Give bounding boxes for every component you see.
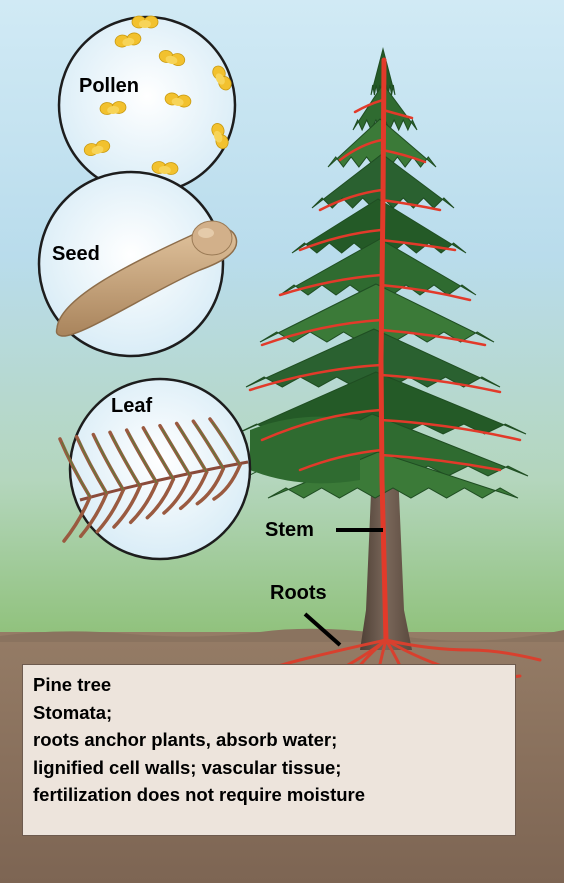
info-line-stomata: Stomata; xyxy=(33,699,505,727)
info-line-roots: roots anchor plants, absorb water; xyxy=(33,726,505,754)
info-box: Pine tree Stomata; roots anchor plants, … xyxy=(22,664,516,836)
stem-label: Stem xyxy=(265,519,314,541)
roots-label: Roots xyxy=(270,582,327,604)
pollen-label: Pollen xyxy=(79,75,139,97)
info-line-title: Pine tree xyxy=(33,671,505,699)
pollen-inset: Pollen xyxy=(59,16,235,193)
pollen-circle xyxy=(59,17,235,193)
leaf-label: Leaf xyxy=(111,395,152,417)
info-line-fertilization: fertilization does not require moisture xyxy=(33,781,505,809)
seed-label: Seed xyxy=(52,243,100,265)
info-line-walls: lignified cell walls; vascular tissue; xyxy=(33,754,505,782)
